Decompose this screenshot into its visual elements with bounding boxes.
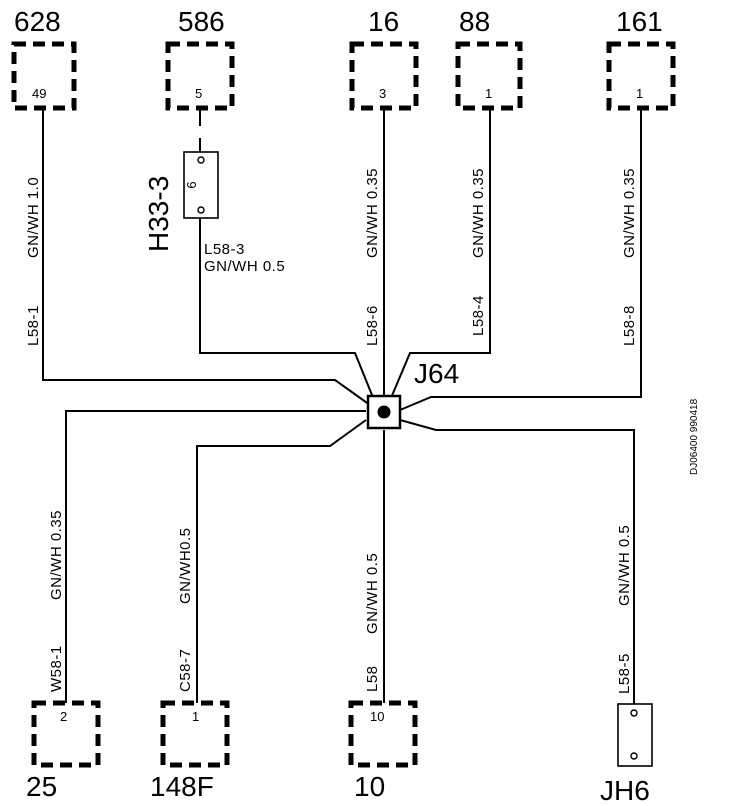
connector-586: 586 5 — [165, 6, 235, 111]
wire-16-id: L58-6 — [364, 305, 381, 346]
wire-161-to-j64 — [399, 108, 642, 411]
connector-25-number: 25 — [26, 771, 57, 802]
wire-25-spec: GN/WH 0.35 — [48, 510, 65, 600]
connector-16-pin: 3 — [379, 86, 386, 101]
connector-586-pin: 5 — [195, 86, 202, 101]
drawing-id: DJ06400 990418 — [689, 398, 700, 475]
wire-586-id: L58-3 — [204, 241, 245, 258]
wire-161-id: L58-8 — [621, 305, 638, 346]
wire-jh6-spec: GN/WH 0.5 — [616, 525, 633, 606]
wire-161-spec: GN/WH 0.35 — [621, 168, 638, 258]
wire-148f-to-j64 — [196, 419, 367, 703]
wire-88-id: L58-4 — [470, 295, 487, 336]
connector-148f: 1 148F — [150, 700, 230, 802]
wire-25-to-j64 — [65, 410, 366, 703]
connector-10: 10 10 — [348, 700, 418, 802]
splice-j64 — [366, 394, 402, 430]
wire-148f-spec: GN/WH0.5 — [177, 527, 194, 604]
wire-628-id: L58-1 — [25, 305, 42, 346]
wire-h33-to-j64 — [199, 218, 375, 401]
wires — [42, 108, 642, 704]
connector-88-pin: 1 — [485, 86, 492, 101]
connector-628: 628 49 — [11, 6, 77, 111]
connector-10-number: 10 — [354, 771, 385, 802]
connector-88: 88 1 — [455, 6, 523, 111]
connector-148f-pin: 1 — [192, 709, 199, 724]
wire-88-spec: GN/WH 0.35 — [470, 168, 487, 258]
wire-10-spec: GN/WH 0.5 — [364, 553, 381, 634]
wire-jh6-id: L58-5 — [616, 653, 633, 694]
connector-88-number: 88 — [459, 6, 490, 37]
wire-10-id: L58 — [364, 665, 381, 692]
connector-161-pin: 1 — [636, 86, 643, 101]
wire-628-to-j64 — [42, 108, 371, 406]
wire-25-id: W58-1 — [48, 645, 65, 692]
splice-label: J64 — [414, 358, 459, 389]
connector-628-number: 628 — [14, 6, 61, 37]
wire-jh6-to-j64 — [399, 419, 635, 704]
h33-3-label: H33-3 — [143, 176, 174, 252]
wire-16-spec: GN/WH 0.35 — [364, 168, 381, 258]
connector-628-pin: 49 — [32, 86, 46, 101]
inline-connector-h33-3: 6 — [183, 151, 219, 219]
connector-161-number: 161 — [616, 6, 663, 37]
connector-jh6: JH6 — [600, 703, 653, 806]
connector-16-number: 16 — [368, 6, 399, 37]
connector-25: 2 25 — [26, 700, 101, 802]
connector-25-pin: 2 — [60, 709, 67, 724]
wire-586-spec: GN/WH 0.5 — [204, 258, 285, 275]
h33-3-pin: 6 — [184, 181, 199, 188]
connector-586-number: 586 — [178, 6, 225, 37]
wire-628-spec: GN/WH 1.0 — [25, 177, 42, 258]
connector-16: 16 3 — [349, 6, 419, 111]
wire-148f-id: C58-7 — [177, 649, 194, 692]
connector-jh6-number: JH6 — [600, 775, 650, 806]
connector-10-pin: 10 — [370, 709, 384, 724]
connector-148f-number: 148F — [150, 771, 214, 802]
connector-161: 161 1 — [606, 6, 676, 111]
wire-88-to-j64 — [390, 108, 491, 399]
